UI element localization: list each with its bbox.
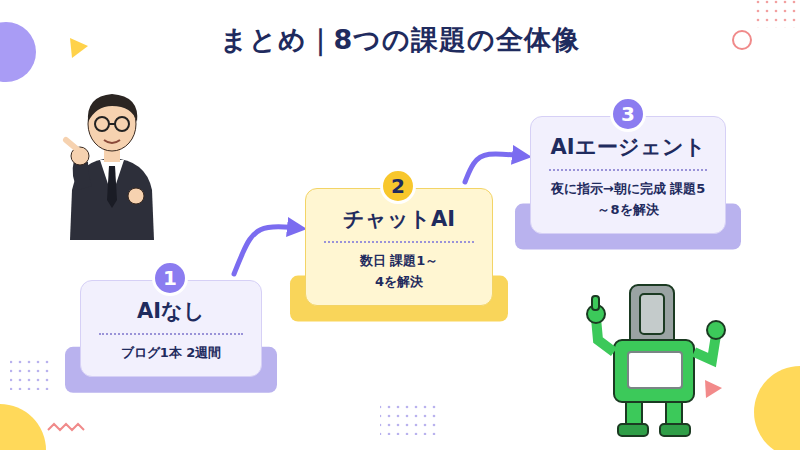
step-number: 3 bbox=[621, 102, 635, 126]
step-number: 1 bbox=[163, 266, 177, 290]
deco-triangle bbox=[705, 380, 722, 398]
deco-triangle bbox=[70, 38, 88, 58]
deco-circle bbox=[0, 22, 36, 82]
step-heading: AIなし bbox=[99, 297, 243, 335]
deco-dots bbox=[755, 0, 800, 28]
businessman-illustration bbox=[66, 94, 154, 240]
step-heading: チャットAI bbox=[324, 205, 474, 243]
step-box: チャットAI 数日 課題1～4を解決 bbox=[305, 188, 493, 306]
step-number-badge: 2 bbox=[380, 168, 416, 204]
diagram-title: まとめ｜8つの課題の全体像 bbox=[0, 22, 800, 58]
step-description: 数日 課題1～4を解決 bbox=[340, 251, 458, 293]
step-number-badge: 1 bbox=[152, 260, 188, 296]
deco-zigzag bbox=[48, 424, 84, 430]
step-number: 2 bbox=[391, 174, 405, 198]
deco-dots bbox=[10, 360, 50, 390]
deco-circle bbox=[754, 366, 800, 450]
step-heading: AIエージェント bbox=[549, 133, 707, 171]
deco-ring bbox=[733, 31, 751, 49]
robot-illustration bbox=[587, 285, 725, 436]
step-arrow bbox=[234, 227, 297, 274]
step-arrow bbox=[465, 154, 522, 182]
deco-dots bbox=[380, 405, 440, 435]
step-box: AIエージェント夜に指示→朝に完成 課題5～8を解決 bbox=[530, 116, 726, 234]
deco-circle bbox=[0, 404, 46, 450]
step-description: 夜に指示→朝に完成 課題5～8を解決 bbox=[548, 179, 708, 221]
step-description: ブログ1本 2週間 bbox=[91, 343, 251, 364]
step-number-badge: 3 bbox=[610, 96, 646, 132]
